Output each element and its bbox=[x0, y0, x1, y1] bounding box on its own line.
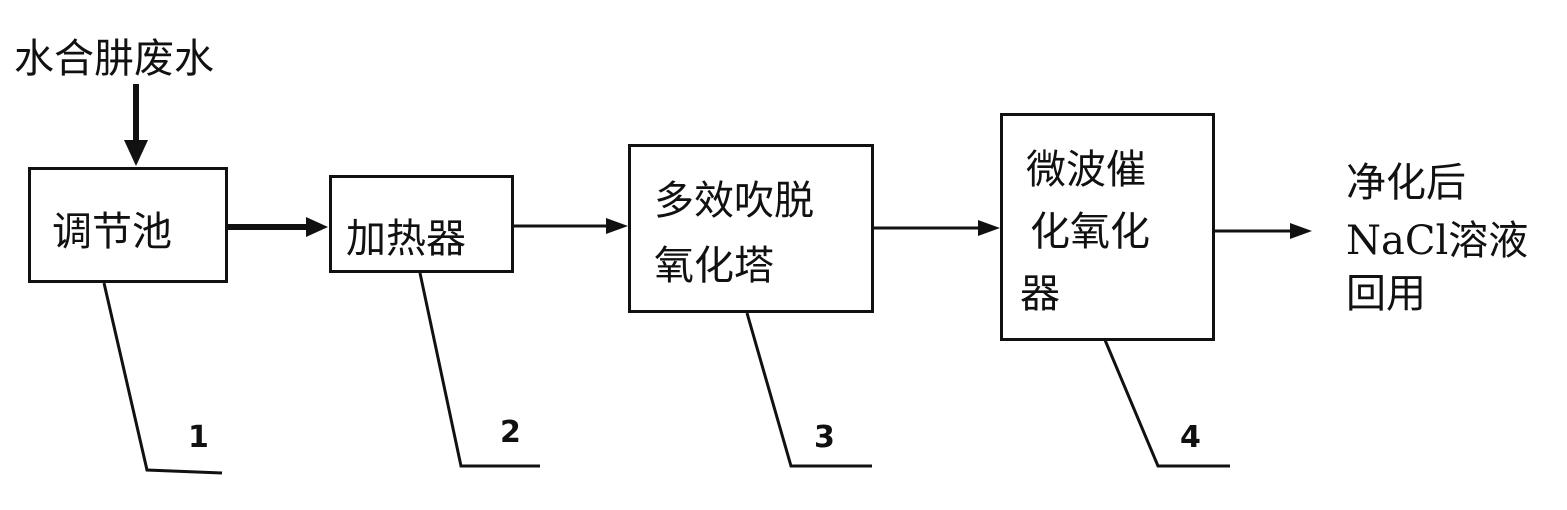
unit-label-2: 加热器 bbox=[346, 216, 466, 262]
flow-arrow-1-2-head bbox=[306, 217, 328, 237]
unit-label-3-line1: 多效吹脱 bbox=[654, 178, 814, 224]
unit-label-3-line2: 氧化塔 bbox=[654, 243, 774, 289]
unit-label-4-line1: 微波催 bbox=[1026, 147, 1146, 193]
input-arrowhead bbox=[124, 140, 148, 166]
flow-arrow-3-4-head bbox=[978, 220, 1000, 236]
input-label: 水合肼废水 bbox=[14, 36, 214, 82]
leader-line-1 bbox=[102, 282, 223, 475]
unit-number-4: 4 bbox=[1180, 420, 1201, 455]
unit-box-1 bbox=[28, 167, 228, 283]
output-label-line3: 回用 bbox=[1346, 271, 1426, 317]
unit-number-2: 2 bbox=[500, 415, 521, 450]
unit-label-1: 调节池 bbox=[52, 209, 172, 255]
leader-line-2 bbox=[418, 272, 540, 468]
unit-box-4 bbox=[1000, 113, 1215, 341]
output-label-line1: 净化后 bbox=[1346, 160, 1466, 206]
unit-number-1: 1 bbox=[188, 420, 209, 455]
unit-label-4-line2: 化氧化 bbox=[1030, 209, 1150, 255]
unit-number-3: 3 bbox=[814, 420, 835, 455]
leader-line-3 bbox=[745, 312, 872, 468]
unit-box-3 bbox=[628, 144, 874, 313]
output-arrowhead bbox=[1290, 223, 1312, 239]
unit-box-2 bbox=[329, 175, 514, 273]
output-label-line2: NaCl溶液 bbox=[1346, 218, 1529, 264]
flow-arrow-2-3-head bbox=[606, 218, 628, 234]
leader-line-4 bbox=[1103, 339, 1230, 468]
unit-label-4-line3: 器 bbox=[1020, 271, 1060, 317]
